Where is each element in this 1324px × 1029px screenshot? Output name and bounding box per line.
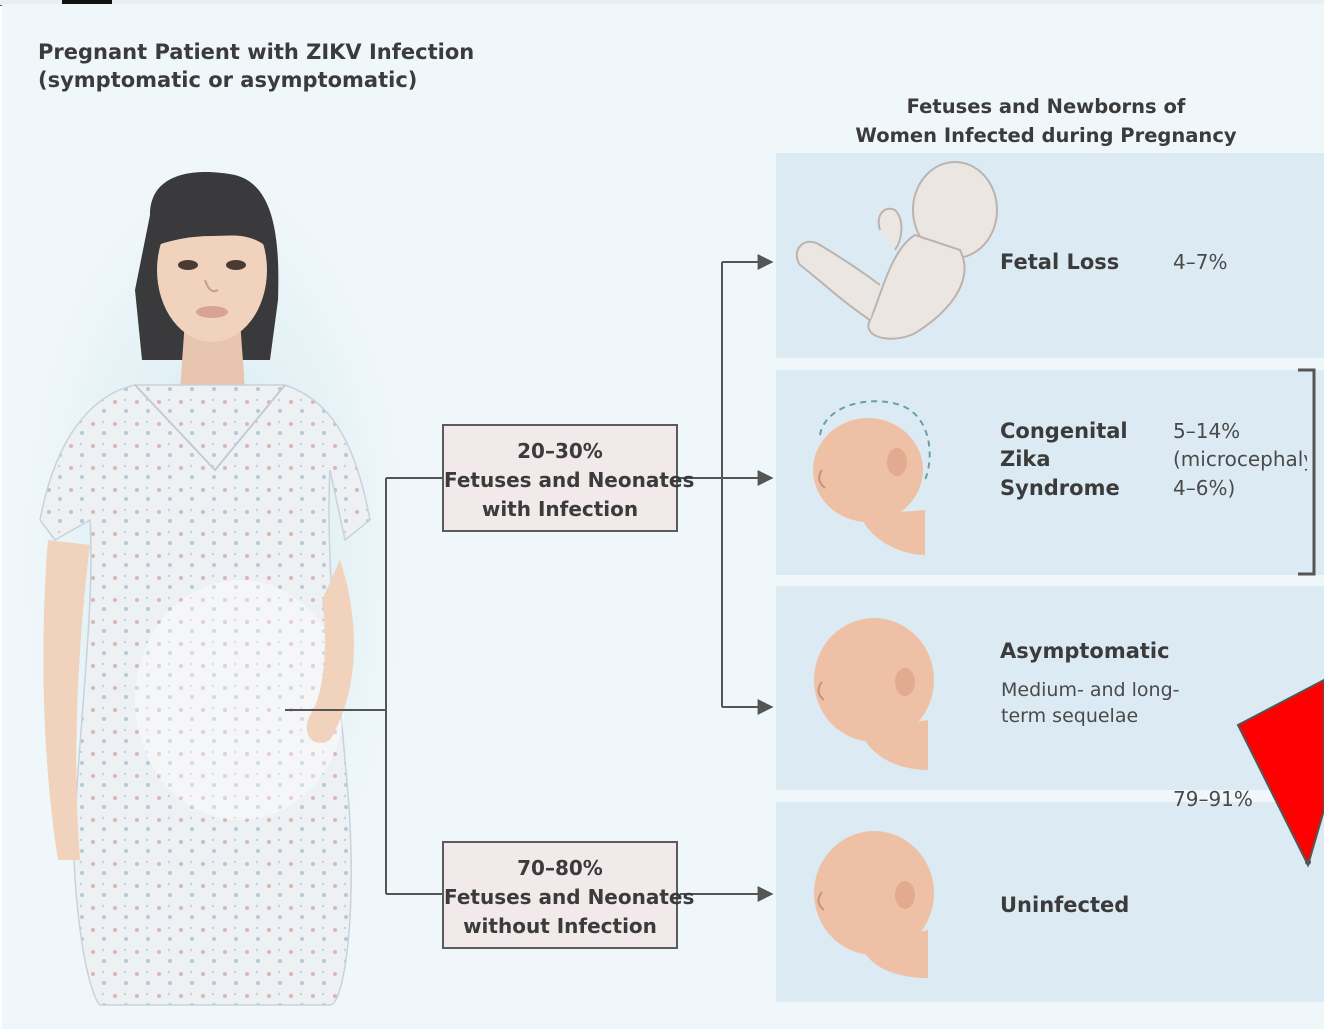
fetal-loss-percent: 4–7% bbox=[1173, 248, 1227, 276]
uninfected-label: Uninfected bbox=[1000, 891, 1129, 919]
infected-box-percent: 20–30% bbox=[444, 437, 676, 466]
left-title-line1: Pregnant Patient with ZIKV Infection bbox=[38, 38, 474, 66]
asymptomatic-sub-line2: term sequelae bbox=[1001, 703, 1138, 729]
fetal-loss-label: Fetal Loss bbox=[1000, 248, 1119, 276]
czs-label-line2: Zika bbox=[1000, 445, 1051, 473]
right-title-line2: Women Infected during Pregnancy bbox=[840, 121, 1252, 150]
czs-percent-line2: (microcephaly bbox=[1173, 445, 1307, 473]
czs-label-line1: Congenital bbox=[1000, 417, 1128, 445]
czs-percent-line1: 5–14% bbox=[1173, 417, 1240, 445]
infected-box-line1: Fetuses and Neonates bbox=[444, 466, 676, 495]
uninfected-box-line1: Fetuses and Neonates bbox=[444, 883, 676, 912]
czs-percent-line3: 4–6%) bbox=[1173, 474, 1235, 502]
infected-box: 20–30% Fetuses and Neonates with Infecti… bbox=[442, 424, 678, 532]
left-title: Pregnant Patient with ZIKV Infection (sy… bbox=[38, 38, 474, 94]
uninfected-box: 70–80% Fetuses and Neonates without Infe… bbox=[442, 841, 678, 949]
infected-box-line2: with Infection bbox=[444, 495, 676, 524]
left-title-line2: (symptomatic or asymptomatic) bbox=[38, 66, 474, 94]
uninfected-box-line2: without Infection bbox=[444, 912, 676, 941]
right-title-line1: Fetuses and Newborns of bbox=[840, 92, 1252, 121]
asymptomatic-label: Asymptomatic bbox=[1000, 637, 1170, 665]
asymptomatic-sub-line1: Medium- and long- bbox=[1001, 677, 1180, 703]
czs-label-line3: Syndrome bbox=[1000, 474, 1120, 502]
right-title: Fetuses and Newborns of Women Infected d… bbox=[840, 92, 1252, 150]
uninfected-box-percent: 70–80% bbox=[444, 854, 676, 883]
combined-percent: 79–91% bbox=[1173, 785, 1253, 813]
